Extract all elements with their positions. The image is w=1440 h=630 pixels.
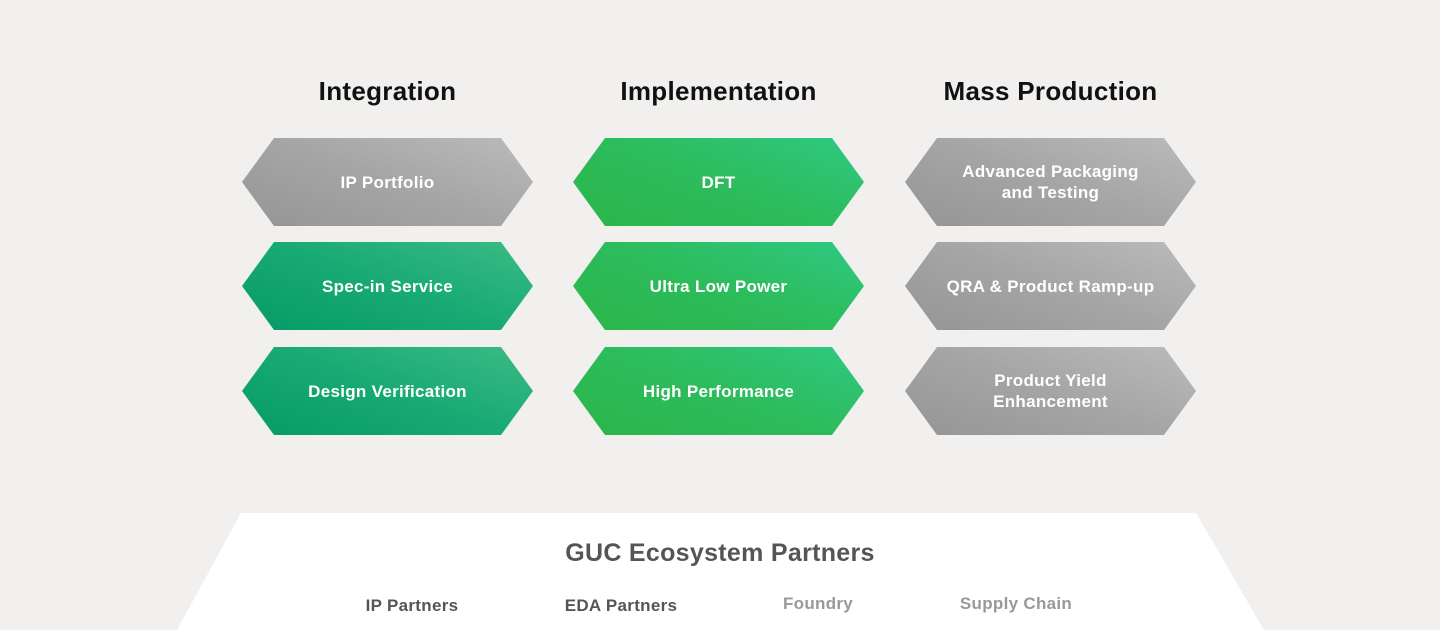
hex-product-yield[interactable]: Product Yield Enhancement (905, 347, 1196, 435)
heading-integration: Integration (318, 76, 457, 106)
partner-tab-supply-chain[interactable]: Supply Chain (959, 594, 1073, 613)
hex-high-performance[interactable]: High Performance (573, 347, 864, 435)
hex-label: Ultra Low Power (649, 276, 788, 296)
hex-qra-product-ramp-up[interactable]: QRA & Product Ramp-up (905, 242, 1196, 330)
partner-tab-foundry[interactable]: Foundry (782, 594, 854, 613)
hex-design-verification[interactable]: Design Verification (242, 347, 533, 435)
hex-label: Product Yield Enhancement (993, 371, 1108, 411)
hex-label: Design Verification (308, 381, 467, 401)
hex-label: Spec-in Service (321, 276, 454, 296)
partner-tab-eda[interactable]: EDA Partners (564, 596, 678, 615)
hex-dft[interactable]: DFT (573, 138, 864, 226)
heading-mass-production: Mass Production (943, 76, 1158, 106)
hex-label: DFT (701, 172, 736, 192)
hex-label: Advanced Packaging and Testing (962, 162, 1139, 202)
hex-ip-portfolio[interactable]: IP Portfolio (242, 138, 533, 226)
hex-label: High Performance (642, 381, 795, 401)
hex-spec-in-service[interactable]: Spec-in Service (242, 242, 533, 330)
hex-advanced-packaging[interactable]: Advanced Packaging and Testing (905, 138, 1196, 226)
hex-label: IP Portfolio (340, 172, 435, 192)
heading-implementation: Implementation (620, 76, 817, 106)
partner-tab-ip[interactable]: IP Partners (365, 596, 459, 615)
ecosystem-panel (177, 513, 1264, 630)
hex-ultra-low-power[interactable]: Ultra Low Power (573, 242, 864, 330)
ecosystem-title: GUC Ecosystem Partners (565, 539, 875, 567)
hex-label: QRA & Product Ramp-up (946, 276, 1155, 296)
